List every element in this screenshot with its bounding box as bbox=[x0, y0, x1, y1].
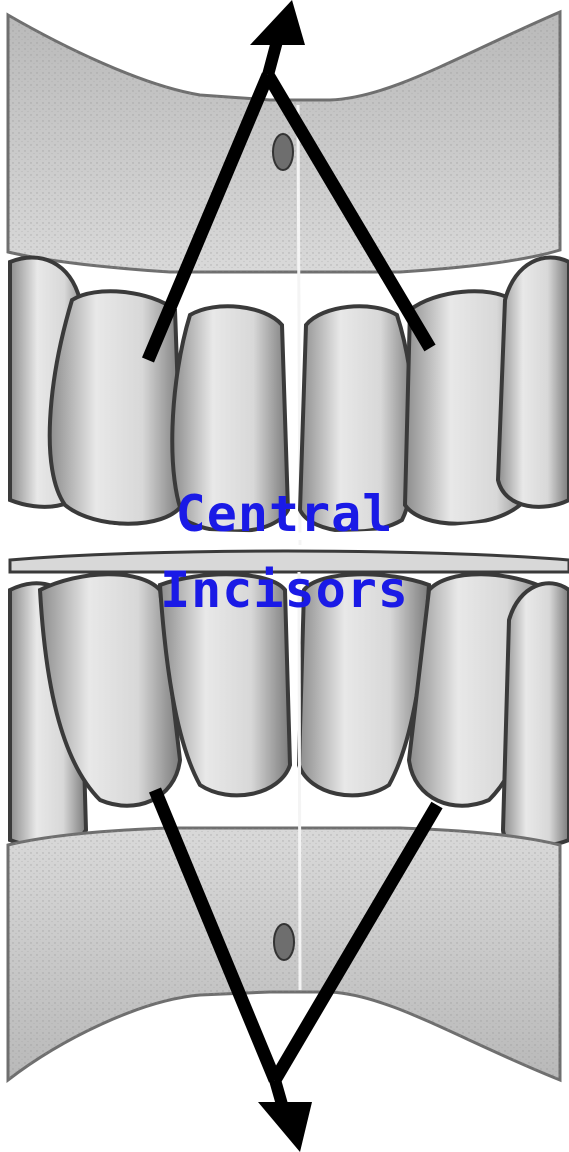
upper-foramen bbox=[273, 134, 293, 170]
lower-foramen bbox=[274, 924, 294, 960]
label-central: Central bbox=[0, 489, 569, 539]
upper-right-canine bbox=[498, 258, 569, 507]
lower-right-canine bbox=[503, 583, 569, 846]
label-incisors: Incisors bbox=[0, 565, 569, 615]
